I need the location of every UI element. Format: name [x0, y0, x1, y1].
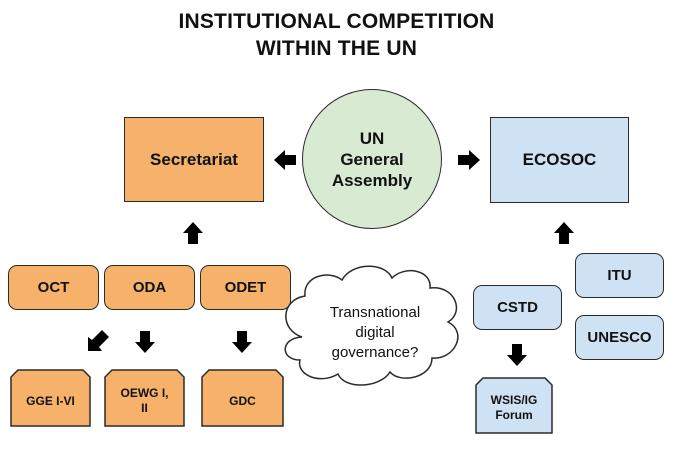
arrow-left-icon	[274, 150, 296, 170]
ecosoc-label: ECOSOC	[522, 150, 597, 169]
gge-label-wrap: GGE I-VI	[11, 375, 90, 426]
unesco-label: UNESCO	[587, 329, 652, 346]
cloud-line-2: digital	[355, 324, 395, 341]
cstd-label: CSTD	[497, 299, 538, 316]
center-line-1: UN	[359, 128, 385, 148]
gdc-label-wrap: GDC	[202, 375, 283, 426]
itu-label: ITU	[607, 267, 632, 284]
oewg-shape	[104, 369, 185, 427]
cloud-line-3: governance?	[331, 344, 419, 361]
oda-label: ODA	[132, 279, 167, 296]
itu-box: ITU	[575, 253, 664, 298]
arrow-up-secretariat-icon	[183, 222, 203, 244]
arrow-down-oda-icon	[135, 331, 155, 353]
title-line-2: WITHIN THE UN	[255, 37, 418, 60]
oewg-label-line-2: II	[141, 400, 148, 415]
general-assembly-circle: UN General Assembly	[302, 89, 442, 229]
cstd-box: CSTD	[473, 285, 562, 330]
secretariat-label: Secretariat	[150, 149, 238, 169]
wsis-label-wrap: WSIS/IG Forum	[476, 382, 552, 433]
wsis-shape	[475, 377, 553, 434]
cloud-text: Transnational digital governance?	[300, 303, 450, 363]
diagram-title: INSTITUTIONAL COMPETITION WITHIN THE UN	[0, 8, 673, 62]
center-line-3: Assembly	[331, 170, 413, 190]
oewg-label-wrap: OEWG I, II	[105, 375, 184, 426]
oct-box: OCT	[8, 265, 99, 310]
arrow-down-cstd-icon	[507, 344, 527, 366]
unesco-box: UNESCO	[575, 315, 664, 360]
wsis-label-line-1: WSIS/IG	[490, 392, 538, 407]
wsis-label-line-2: Forum	[495, 407, 533, 422]
arrow-diagonal-icon	[88, 330, 109, 351]
center-line-2: General	[340, 149, 404, 169]
cloud-shape	[284, 265, 459, 386]
odet-label: ODET	[224, 279, 267, 296]
title-line-1: INSTITUTIONAL COMPETITION	[178, 10, 495, 33]
arrow-down-odet-icon	[232, 331, 252, 353]
arrow-right-icon	[458, 150, 480, 170]
secretariat-box: Secretariat	[124, 117, 264, 202]
oct-label: OCT	[37, 279, 70, 296]
gdc-label: GDC	[229, 393, 256, 408]
oewg-label-line-1: OEWG I,	[120, 385, 169, 400]
arrow-up-ecosoc-icon	[554, 222, 574, 244]
gdc-shape	[201, 369, 284, 427]
gge-label: GGE I-VI	[26, 393, 75, 408]
ecosoc-box: ECOSOC	[490, 117, 629, 203]
cloud-line-1: Transnational	[329, 304, 421, 321]
oda-box: ODA	[104, 265, 195, 310]
odet-box: ODET	[200, 265, 291, 310]
gge-shape	[10, 369, 91, 427]
